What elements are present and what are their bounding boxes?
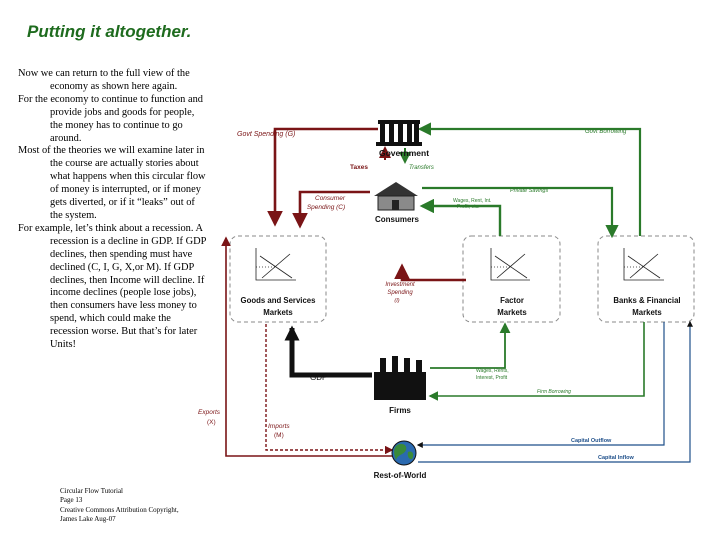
government-label: Government	[379, 148, 429, 158]
firm-borrowing-label: Firm Borrowing	[537, 389, 571, 395]
govt-borrowing-label: Govt Borrowing	[585, 129, 627, 135]
imports-label: Imports	[268, 423, 290, 430]
goods-services-label: Goods and Services	[241, 296, 317, 305]
investment-spending-label: (I)	[394, 298, 399, 304]
supply-demand-chart	[255, 248, 296, 281]
firm-payments-label: Wages, Rents,	[476, 368, 509, 374]
body-text: Now we can return to the full view of th…	[18, 68, 208, 352]
footer-line: Creative Commons Attribution Copyright,	[60, 505, 179, 514]
paragraph-4: For example, let’s think about a recessi…	[18, 222, 207, 351]
transfers-label: Transfers	[409, 165, 434, 171]
banks-markets-label: Markets	[632, 308, 662, 317]
capital-outflow-label: Capital Outflow	[571, 438, 612, 444]
imports-arrow	[265, 324, 394, 455]
consumer-spending-label: Consumer	[315, 195, 346, 202]
footer-credits: Circular Flow Tutorial Page 13 Creative …	[60, 487, 179, 524]
consumers-house-icon	[374, 182, 418, 211]
capital-outflow-arrow	[416, 322, 665, 448]
capital-inflow-label: Capital Inflow	[598, 455, 634, 461]
investment-spending-label: Investment	[385, 282, 415, 288]
gdp-label: GDP	[310, 373, 327, 382]
consumers-label: Consumers	[375, 215, 420, 224]
goods-services-label: Markets	[263, 308, 293, 317]
supply-demand-chart	[490, 248, 530, 281]
govt-borrowing-arrow	[417, 122, 642, 236]
exports-label: Exports	[198, 409, 221, 416]
paragraph-2: For the economy to continue to function …	[18, 93, 203, 144]
consumer-spending-arrow	[292, 190, 370, 229]
capital-inflow-arrow	[418, 320, 693, 463]
exports-label: (X)	[207, 419, 216, 426]
page-title: Putting it altogether.	[27, 22, 192, 41]
supply-demand-chart	[623, 248, 664, 281]
footer-line: Page 13	[60, 496, 83, 505]
rest-of-world-label: Rest-of-World	[374, 471, 427, 480]
govt-spending-label: Govt Spending (G)	[237, 131, 295, 138]
paragraph-1: Now we can return to the full view of th…	[18, 68, 190, 92]
goods-services-markets-box	[229, 235, 327, 323]
income-arrow	[419, 198, 502, 236]
income-label: Profit, etc.	[457, 204, 480, 210]
consumer-spending-label: Spending (C)	[307, 204, 345, 211]
imports-label: (M)	[274, 432, 284, 439]
firm-payments-arrow	[430, 322, 511, 369]
private-savings-label: Private Savings	[510, 188, 548, 194]
firm-payments-label: Interest, Profit	[476, 375, 508, 381]
footer-line: James Lake Aug-07	[60, 514, 116, 523]
footer-line: Circular Flow Tutorial	[60, 487, 124, 495]
banks-markets-label: Banks & Financial	[613, 296, 680, 305]
private-savings-arrow	[422, 186, 619, 239]
investment-spending-label: Spending	[387, 290, 413, 296]
gdp-arrow	[284, 325, 372, 378]
firms-label: Firms	[389, 406, 411, 415]
paragraph-3: Most of the theories we will examine lat…	[18, 145, 206, 221]
globe-icon	[391, 440, 417, 466]
government-building-icon	[376, 120, 422, 146]
exports-arrow	[221, 236, 395, 457]
factor-markets-label: Factor	[500, 296, 524, 305]
taxes-label: Taxes	[350, 164, 368, 171]
govt-spending-arrow	[267, 127, 378, 227]
investment-spending-arrow	[394, 263, 466, 282]
factor-markets-label: Markets	[497, 308, 527, 317]
factory-icon	[374, 356, 426, 400]
firm-borrowing-arrow	[428, 322, 645, 401]
banks-financial-markets-box	[597, 235, 695, 323]
income-label: Wages, Rent, Int.	[453, 198, 491, 204]
